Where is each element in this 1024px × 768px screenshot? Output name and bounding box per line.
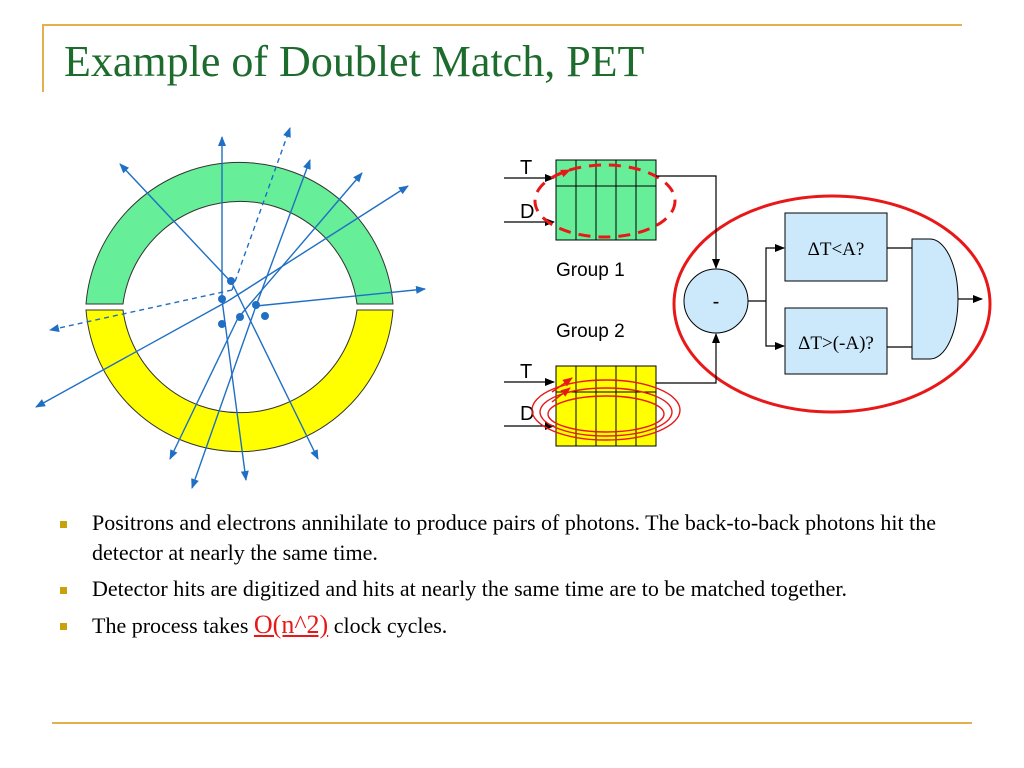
bullet-item: The process takes O(n^2) clock cycles. <box>56 610 956 641</box>
group1-label: Group 1 <box>556 260 625 281</box>
slide-title: Example of Doublet Match, PET <box>64 37 645 86</box>
group1-register <box>555 159 657 241</box>
comparator-highlight-ellipse <box>672 194 992 414</box>
bullet-text-prefix: The process takes <box>92 613 254 638</box>
compare-upper-box <box>784 212 888 282</box>
annihilation-point <box>227 277 235 285</box>
photon-line <box>231 282 319 460</box>
bottom-rule <box>52 722 972 724</box>
bullet-list: Positrons and electrons annihilate to pr… <box>56 508 956 647</box>
photon-line <box>237 172 363 319</box>
pet-diagram: T D Group 1 Group 2 T D - ΔT<A? ΔT>(-A)? <box>35 127 992 489</box>
group2-d-label: D <box>520 403 534 425</box>
compare-lower-label: ΔT>(-A)? <box>798 333 874 354</box>
compare-upper-label: ΔT<A? <box>808 239 865 260</box>
bullet-text: Detector hits are digitized and hits at … <box>92 576 848 601</box>
subtractor-symbol: - <box>713 291 720 313</box>
photon-line <box>169 317 239 460</box>
group1-d-label: D <box>520 201 534 223</box>
annihilation-point <box>218 295 226 303</box>
group1-t-label: T <box>520 157 532 179</box>
photon-line <box>255 285 426 307</box>
group2-loop-arrows <box>531 377 681 441</box>
bullet-text: Positrons and electrons annihilate to pr… <box>92 510 936 565</box>
complexity-highlight: O(n^2) <box>253 610 329 639</box>
photon-line <box>35 300 229 408</box>
photon-line-dashed <box>49 289 233 332</box>
photon-lines <box>35 127 426 489</box>
annihilation-points <box>218 277 269 328</box>
group2-label: Group 2 <box>556 321 625 342</box>
and-gate <box>911 238 959 360</box>
bullet-text-suffix: clock cycles. <box>328 613 448 638</box>
annihilation-point <box>252 301 260 309</box>
left-rule <box>42 24 44 92</box>
photon-line <box>119 163 233 284</box>
detector-ring <box>85 161 394 453</box>
photon-line-dashed <box>231 127 291 291</box>
ring-bottom-half <box>85 309 394 453</box>
group2-t-label: T <box>520 361 532 383</box>
photon-line <box>255 159 311 307</box>
compare-lower-box <box>784 307 888 375</box>
annihilation-point <box>261 312 269 320</box>
bullet-item: Detector hits are digitized and hits at … <box>56 574 956 604</box>
top-rule <box>42 24 962 26</box>
bullet-item: Positrons and electrons annihilate to pr… <box>56 508 956 568</box>
photon-line <box>227 185 409 302</box>
ring-top-half <box>85 161 394 305</box>
annihilation-point <box>218 320 226 328</box>
photon-line <box>221 299 249 481</box>
group1-highlight-ellipse <box>533 163 677 239</box>
annihilation-point <box>236 313 244 321</box>
photon-line <box>191 305 257 489</box>
